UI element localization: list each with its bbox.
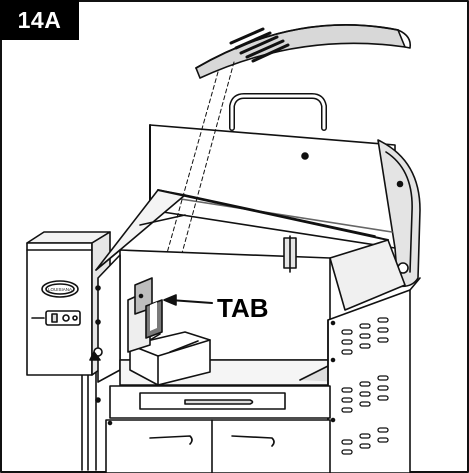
brand-logo-text: LOUISIANA [48, 287, 72, 292]
right-side-panel [328, 278, 420, 473]
step-number-badge: 14A [0, 0, 79, 40]
front-cabinet [106, 386, 330, 473]
lid-handle [232, 96, 324, 128]
tab-callout-label: TAB [217, 293, 269, 324]
lid-cover-top [196, 25, 410, 78]
